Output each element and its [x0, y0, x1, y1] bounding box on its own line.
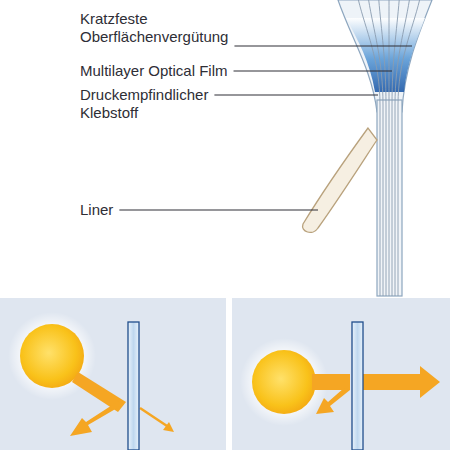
part-label: Druckempfindlicher Klebstoff — [80, 86, 230, 122]
film-layer — [389, 0, 390, 296]
panel — [232, 298, 450, 450]
glass-pane — [128, 322, 139, 450]
panel — [0, 298, 226, 450]
arrow-head — [163, 422, 174, 432]
part-label: Kratzfeste Oberflächenvergütung — [80, 10, 258, 46]
liner-strip — [303, 128, 377, 232]
film-layer — [398, 0, 420, 296]
glass-pane — [352, 322, 363, 450]
leader-line — [234, 70, 392, 71]
arrow-transmit — [140, 408, 170, 428]
film-layer — [379, 0, 386, 296]
part-label: Liner — [80, 201, 200, 219]
arrow-reflect — [316, 388, 350, 414]
part-label: Multilayer Optical Film — [80, 62, 280, 80]
leader-line — [119, 209, 318, 210]
leader-line — [214, 94, 378, 95]
arrow-reflect — [70, 400, 124, 436]
arrow-in — [312, 374, 350, 390]
arrow-transmit — [363, 366, 440, 398]
leader-line — [234, 45, 412, 46]
sun — [252, 350, 316, 414]
